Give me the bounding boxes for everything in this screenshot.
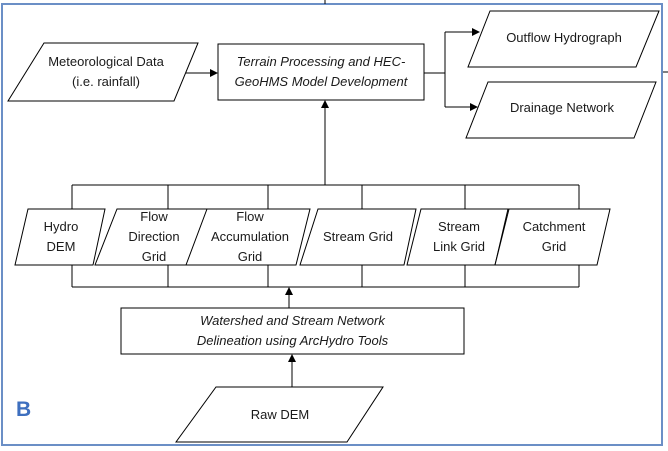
raw-dem-shape xyxy=(175,386,384,443)
watershed-delineation-box xyxy=(120,307,465,355)
grid-flow-accumulation-label: Flow Accumulation Grid xyxy=(210,209,290,264)
outflow-hydrograph-label: Outflow Hydrograph xyxy=(506,30,622,45)
hydro-dem-shape xyxy=(14,208,106,266)
terrain-processing-label: Terrain Processing and HEC- GeoHMS Model… xyxy=(234,54,408,89)
catchment-grid-shape xyxy=(494,208,611,266)
stream-grid-shape xyxy=(299,208,417,266)
drainage-network-label: Drainage Network xyxy=(509,100,615,115)
grid-flow-direction-label: Flow Direction Grid xyxy=(128,209,180,264)
outflow-hydrograph-shape xyxy=(467,10,660,68)
grid-catchment-label: Catchment Grid xyxy=(522,219,586,254)
meteorological-data-shape xyxy=(7,42,199,102)
watershed-delineation-label: Watershed and Stream Network Delineation… xyxy=(196,313,389,348)
grid-hydro-dem-label: Hydro DEM xyxy=(43,219,79,254)
flow-accumulation-shape xyxy=(185,208,311,266)
drainage-network-shape xyxy=(465,81,657,139)
panel-label: B xyxy=(16,398,32,421)
grid-stream-link-label: Stream Link Grid xyxy=(432,219,486,254)
grid-stream-grid-label: Stream Grid xyxy=(322,229,394,244)
raw-dem-label: Raw DEM xyxy=(250,407,310,422)
terrain-processing-box xyxy=(217,43,425,101)
meteorological-data-label: Meteorological Data (i.e. rainfall) xyxy=(48,54,164,89)
